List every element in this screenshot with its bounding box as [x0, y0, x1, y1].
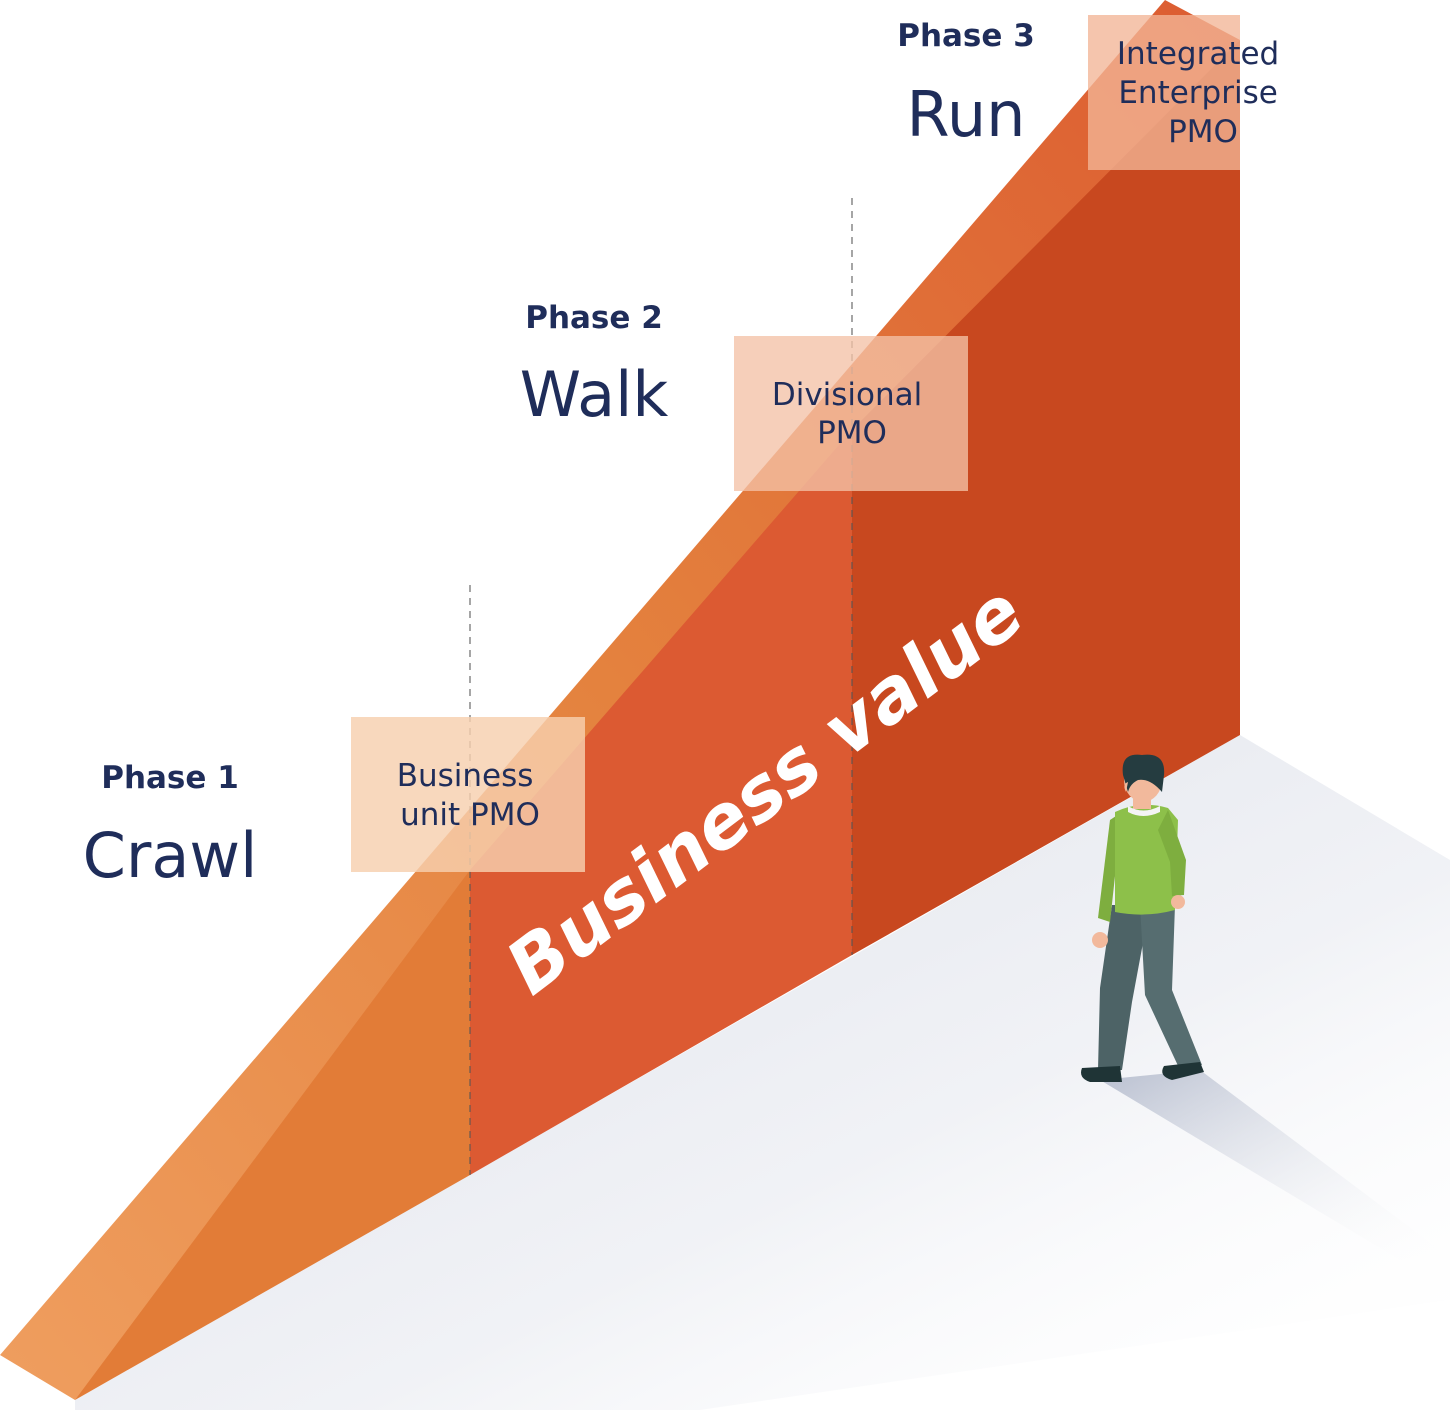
wall-side-phase-3 — [852, 40, 1240, 955]
person-right-leg — [1140, 905, 1202, 1070]
person-hand-back — [1092, 932, 1108, 948]
person-collar — [1128, 806, 1160, 816]
pmo-label-phase-1: Business unit PMO — [397, 758, 544, 833]
person-hand-front — [1171, 895, 1185, 909]
person-shadow — [1100, 1070, 1440, 1260]
wall-side-phase-1 — [75, 870, 470, 1400]
phase-2-stage: Walk — [520, 358, 669, 431]
person-ear — [1124, 782, 1128, 792]
pmo-box-phase-2 — [734, 336, 968, 491]
pmo-label-phase-3: Integrated Enterprise PMO — [1117, 36, 1289, 150]
walking-person-icon — [1081, 754, 1440, 1260]
phase-3-stage: Run — [907, 78, 1026, 151]
person-left-leg — [1098, 905, 1150, 1070]
person-right-shoe — [1162, 1062, 1204, 1080]
person-left-shoe — [1081, 1066, 1122, 1082]
phase-2-label: Phase 2 — [525, 300, 663, 336]
phase-1-label: Phase 1 — [101, 760, 239, 796]
person-front-arm — [1158, 810, 1186, 896]
pmo-box-phase-1 — [351, 717, 585, 872]
phase-3-label: Phase 3 — [897, 18, 1035, 54]
person-hair — [1122, 754, 1165, 792]
pmo-box-phase-3 — [1088, 15, 1240, 170]
wall-side-phase-2 — [470, 430, 852, 1175]
phase-1-stage: Crawl — [83, 819, 258, 892]
pmo-label-phase-2: Divisional PMO — [772, 377, 932, 451]
